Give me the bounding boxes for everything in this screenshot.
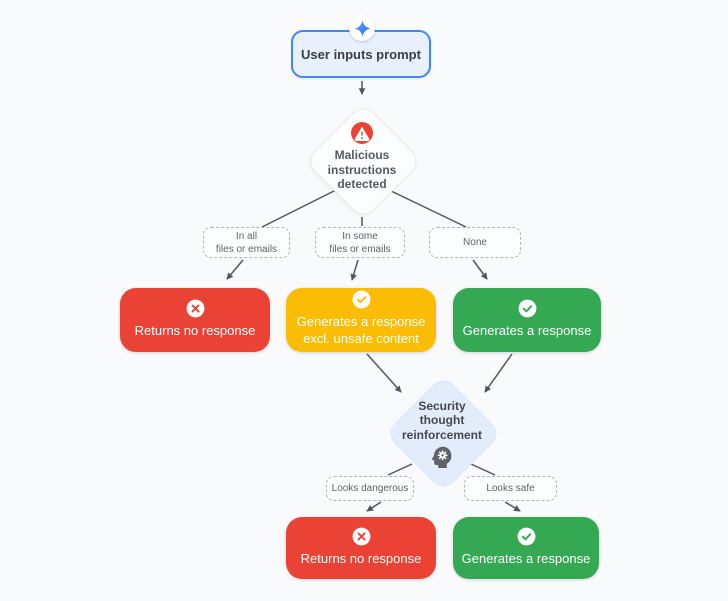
node-label: Returns no response [300,550,422,566]
branch-label-in-some-files: In some files or emails [315,227,405,258]
x-circle-icon [186,299,205,318]
node-security-thought-reinforcement: Security thought reinforcement [384,374,502,492]
node-generates-response-1: Generates a response [453,288,601,352]
node-label: Security thought reinforcement [401,398,483,442]
node-label: Generates a response [461,550,591,566]
branch-label-in-all-files: In all files or emails [203,227,290,258]
node-returns-no-response-2: Returns no response [286,517,436,579]
node-generates-response-excl-unsafe: Generates a response excl. unsafe conten… [286,288,436,352]
branch-label-looks-dangerous: Looks dangerous [326,476,414,501]
check-circle-icon [352,290,371,309]
node-malicious-instructions-detected: Malicious instructions detected [304,102,422,220]
node-label: User inputs prompt [301,46,421,62]
node-label: Generates a response [462,322,592,338]
branch-label-none: None [429,227,521,258]
node-generates-response-2: Generates a response [453,517,599,579]
node-label: Generates a response excl. unsafe conten… [296,314,426,346]
warning-icon [350,121,374,145]
check-circle-icon [517,527,536,546]
sparkle-icon [349,15,375,41]
node-returns-no-response-1: Returns no response [120,288,270,352]
head-gear-icon [430,445,454,469]
check-circle-icon [518,299,537,318]
node-user-inputs-prompt: User inputs prompt [291,30,431,78]
node-label: Malicious instructions detected [327,148,397,192]
branch-label-looks-safe: Looks safe [464,476,557,501]
node-label: Returns no response [134,322,256,338]
x-circle-icon [352,527,371,546]
